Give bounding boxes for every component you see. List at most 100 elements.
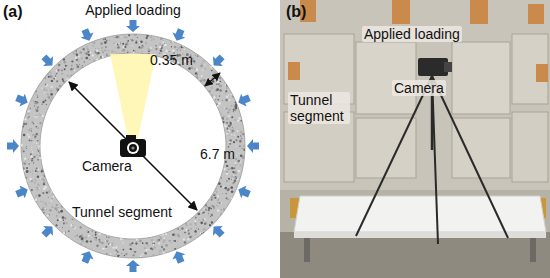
texture-dot [205,68,207,70]
texture-dot [102,44,103,45]
texture-dot [145,42,147,44]
texture-dot [177,245,178,246]
texture-dot [40,122,42,124]
texture-dot [68,230,70,232]
texture-dot [57,219,59,221]
texture-dot [233,194,234,195]
texture-dot [238,153,239,154]
texture-dot [208,215,209,216]
texture-dot [106,253,108,255]
texture-dot [224,187,227,190]
texture-dot [238,170,241,173]
texture-dot [204,222,207,225]
load-arrow [39,222,57,240]
texture-dot [228,134,229,135]
texture-dot [36,94,38,96]
texture-dot [198,212,200,214]
texture-dot [62,73,63,74]
texture-dot [135,252,137,254]
texture-dot [124,46,126,48]
texture-dot [175,228,177,230]
texture-dot [236,155,237,156]
texture-dot [234,180,236,182]
texture-dot [105,246,107,248]
texture-dot [104,38,106,40]
texture-dot [38,146,40,148]
texture-dot [123,249,125,251]
texture-dot [228,115,230,117]
texture-dot [81,240,84,243]
texture-dot [234,176,237,179]
texture-dot [152,242,155,245]
texture-dot [213,198,214,199]
texture-dot [42,168,45,171]
texture-dot [106,54,109,57]
texture-dot [37,106,39,108]
part-label: Tunnel segment [288,92,350,124]
texture-dot [119,43,121,45]
texture-dot [213,208,214,209]
texture-dot [117,251,119,253]
texture-dot [152,254,155,257]
texture-dot [224,187,227,190]
texture-dot [45,208,47,210]
texture-dot [161,246,163,248]
texture-dot [101,49,103,51]
texture-dot [111,245,113,247]
texture-dot [72,226,74,228]
texture-dot [96,59,99,62]
texture-dot [116,36,119,39]
texture-dot [229,99,231,101]
texture-dot [163,38,164,39]
texture-dot [147,245,149,247]
texture-dot [139,256,142,259]
texture-dot [24,118,26,120]
texture-dot [182,47,183,48]
texture-dot [102,248,104,250]
texture-dot [102,51,104,53]
texture-dot [216,191,217,192]
texture-dot [227,111,229,113]
texture-dot [175,234,177,236]
texture-dot [117,255,120,258]
texture-dot [35,170,37,172]
texture-dot [115,249,116,250]
texture-dot [196,74,198,76]
texture-dot [160,238,161,239]
texture-dot [211,70,213,72]
texture-dot [224,107,225,108]
texture-dot [26,167,28,169]
texture-dot [155,45,156,46]
texture-dot [216,84,217,85]
texture-dot [135,42,137,44]
texture-dot [46,209,47,210]
texture-dot [187,229,189,231]
texture-dot [26,170,29,173]
texture-dot [44,186,47,189]
texture-dot [147,35,149,37]
texture-dot [48,197,49,198]
texture-dot [127,40,129,42]
texture-dot [138,46,140,48]
texture-dot [39,156,41,158]
texture-dot [37,96,38,97]
texture-dot [31,180,33,182]
texture-dot [41,87,43,89]
texture-dot [232,122,233,123]
texture-dot [225,108,227,110]
texture-dot [31,121,33,123]
texture-dot [102,56,104,58]
texture-dot [235,164,236,165]
texture-dot [70,68,73,71]
load-arrow [236,183,252,201]
texture-dot [240,130,241,131]
texture-dot [28,116,30,118]
texture-dot [233,182,235,184]
texture-dot [198,228,199,229]
texture-dot [50,99,52,101]
texture-dot [52,198,53,199]
texture-dot [42,209,44,211]
texture-dot [22,167,24,169]
texture-dot [63,58,65,60]
texture-dot [220,202,222,204]
